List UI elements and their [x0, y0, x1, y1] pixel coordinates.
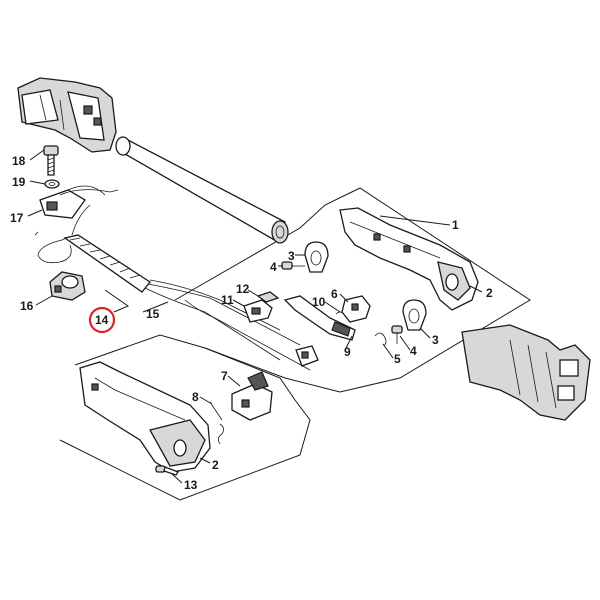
callout-16: 16 [20, 299, 34, 313]
wiring-harness-part-14 [63, 204, 301, 361]
switch-part-17 [39, 185, 119, 219]
callout-3-upper: 3 [288, 249, 295, 263]
callout-1: 1 [452, 218, 459, 232]
callout-19: 19 [12, 175, 26, 189]
screw-part-4-lower [391, 325, 403, 344]
clamp-part-3-lower [402, 299, 427, 331]
callout-3-lower: 3 [432, 333, 439, 347]
screw-part-4-upper [281, 261, 305, 270]
callout-7: 7 [221, 369, 228, 383]
callout-4-upper: 4 [270, 260, 277, 274]
callout-10: 10 [312, 295, 326, 309]
callout-2-upper: 2 [486, 286, 493, 300]
callout-14: 14 [95, 313, 109, 327]
callout-15: 15 [146, 307, 160, 321]
rear-handle-part-2 [79, 361, 211, 473]
pad-part-12 [256, 291, 280, 303]
callout-2-lower: 2 [212, 458, 219, 472]
connector-plug [295, 345, 319, 367]
engine-housing-fragment [17, 77, 117, 153]
clamp-part-3-upper [304, 241, 329, 273]
gear-housing-fragment [461, 324, 591, 421]
callout-12: 12 [236, 282, 250, 296]
callout-9: 9 [344, 345, 351, 359]
spring-pin-part-8 [209, 401, 224, 445]
assembly-outline-lower [59, 334, 311, 501]
callout-17: 17 [10, 211, 24, 225]
trigger-part-9 [283, 295, 356, 341]
leader-lines [27, 149, 483, 484]
trigger-block-part-7 [231, 371, 273, 421]
callout-8: 8 [192, 390, 199, 404]
callout-18: 18 [12, 154, 26, 168]
spring-part-5 [374, 332, 387, 347]
callout-11: 11 [221, 293, 234, 307]
switch-part-11 [243, 299, 273, 323]
control-handle-part-1 [339, 207, 479, 311]
clamp-part-16 [49, 271, 86, 301]
callout-5: 5 [394, 352, 401, 366]
callout-6: 6 [331, 287, 338, 301]
highlight-ring-part-14 [88, 306, 116, 334]
wire-part-15 [184, 299, 311, 371]
callout-13: 13 [184, 478, 198, 492]
screw-part-18 [43, 145, 59, 176]
assembly-outline-upper [174, 187, 531, 393]
washer-part-19 [44, 179, 60, 189]
ground-wire [37, 239, 72, 264]
lockout-lever-part-6 [341, 295, 371, 323]
callout-4-lower: 4 [410, 344, 417, 358]
callout-labels: 18 19 17 16 14 15 1 2 3 4 12 11 10 6 9 3… [10, 154, 493, 492]
screw-part-13 [155, 465, 179, 476]
drive-tube [115, 136, 289, 244]
